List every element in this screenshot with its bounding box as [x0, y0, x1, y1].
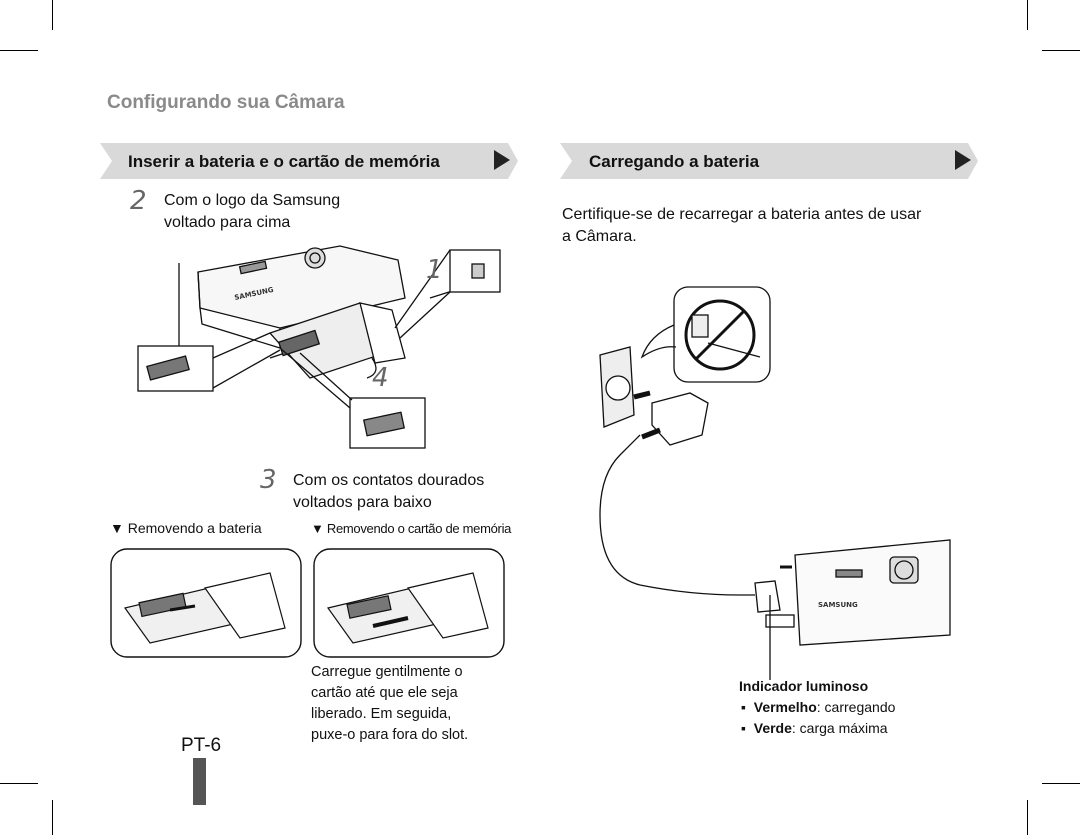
page-title: Configurando sua Câmara	[107, 92, 345, 113]
crop-mark	[1042, 50, 1080, 51]
note-line: liberado. Em seguida,	[311, 706, 452, 722]
crop-mark	[0, 50, 38, 51]
removing-battery-label: ▼ Removendo a bateria	[110, 520, 262, 536]
note-line: Carregue gentilmente o	[311, 664, 463, 680]
removing-battery-illustration	[110, 548, 302, 658]
note-line: cartão até que ele seja	[311, 685, 458, 701]
figure-number-4: 4	[372, 363, 389, 393]
step-text-line: Com os contatos dourados	[293, 472, 485, 489]
crop-mark	[1042, 783, 1080, 784]
arrow-right-icon	[955, 150, 971, 170]
note-line: puxe-o para fora do slot.	[311, 727, 469, 743]
intro-line: Certifique-se de recarregar a bateria an…	[562, 206, 922, 223]
battery-insert-illustration: SAMSUNG 1 4	[137, 245, 501, 449]
removing-card-illustration	[313, 548, 505, 658]
section-title-charging: Carregando a bateria	[589, 152, 760, 171]
indicator-text: : carregando	[816, 699, 896, 715]
intro-line: a Câmara.	[562, 228, 637, 245]
crop-mark	[52, 0, 53, 30]
step-text-line: voltados para baixo	[293, 494, 432, 511]
indicator-label: Verde	[753, 720, 792, 736]
indicator-item-red: ▪ Vermelho: carregando	[741, 699, 895, 715]
camera-brand-label: SAMSUNG	[818, 601, 858, 609]
page-number: PT-6	[181, 735, 222, 756]
step-number: 2	[130, 186, 147, 216]
section-title-insert: Inserir a bateria e o cartão de memória	[128, 152, 440, 171]
crop-mark	[0, 783, 38, 784]
section-bar-left	[100, 143, 518, 179]
step-text-line: voltado para cima	[164, 214, 291, 231]
removal-note: Carregue gentilmente o cartão até que el…	[311, 662, 468, 746]
side-tab	[193, 758, 206, 805]
indicator-label: Vermelho	[753, 699, 817, 715]
arrow-right-icon	[494, 150, 510, 170]
crop-mark	[1027, 0, 1028, 30]
figure-number-1: 1	[426, 255, 443, 285]
indicator-item-green: ▪ Verde: carga máxima	[741, 720, 888, 736]
crop-mark	[1027, 800, 1028, 835]
bullet-icon: ▪	[741, 720, 746, 736]
bullet-icon: ▪	[741, 699, 746, 715]
step-text-line: Com o logo da Samsung	[164, 192, 341, 209]
charging-intro: Certifique-se de recarregar a bateria an…	[562, 204, 921, 248]
step-number: 3	[260, 465, 277, 495]
step-text: Com o logo da Samsung voltado para cima	[164, 190, 340, 234]
removing-card-label: ▼ Removendo o cartão de memória	[311, 521, 512, 536]
crop-mark	[52, 800, 53, 835]
step-text: Com os contatos dourados voltados para b…	[293, 470, 484, 514]
charging-illustration: SAMSUNG	[599, 286, 951, 680]
indicator-title: Indicador luminoso	[739, 678, 869, 694]
indicator-text: : carga máxima	[791, 720, 888, 736]
section-bar-right	[560, 143, 978, 179]
